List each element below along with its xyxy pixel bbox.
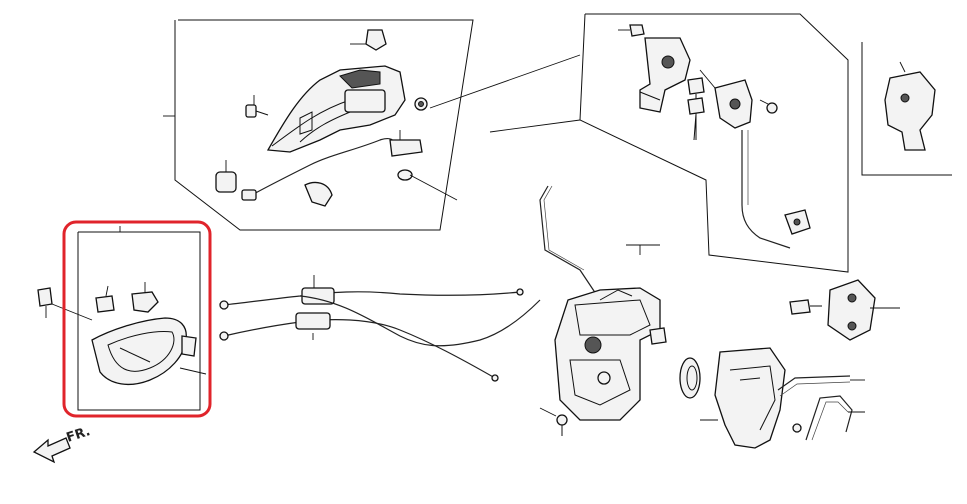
screw-part[interactable] [245,95,269,118]
leader-line [429,54,581,109]
nut-part[interactable] [759,99,778,114]
retainer-part[interactable] [389,130,423,157]
cylinder-bracket[interactable] [639,37,691,113]
clip-part[interactable] [350,29,387,51]
screw-part[interactable] [37,287,53,318]
inside-handle-group-frame [77,231,201,411]
release-cable[interactable] [223,291,521,306]
key-cylinder[interactable] [699,69,753,129]
door-latch-group [539,185,667,436]
screw-part[interactable] [618,24,645,37]
arrow-icon [32,437,71,464]
handle-clip[interactable] [131,282,159,313]
lock-cylinder-group [489,13,849,273]
leader-line [409,174,458,201]
outer-handle-group [163,19,474,231]
outside-handle[interactable] [266,65,406,153]
door-latch[interactable] [554,287,661,421]
bracket-part[interactable] [304,181,333,207]
rod-clip[interactable] [784,209,811,235]
latch-protector-group [700,347,865,449]
lock-cylinder-group-frame [579,13,849,273]
connecting-rod[interactable] [777,375,851,391]
screw-part[interactable] [792,423,802,433]
lock-bracket[interactable] [884,71,936,151]
group-leader [489,119,581,133]
highlight-frame [62,220,212,418]
nut-part[interactable] [414,97,428,111]
lock-bracket-group-frame [861,42,952,176]
inside-handle-group [37,220,212,418]
door-striker[interactable] [827,279,876,341]
striker-screw[interactable] [789,299,822,315]
grommet-part[interactable] [397,169,413,181]
front-label: FR. [65,424,93,446]
connecting-rod[interactable] [805,395,853,441]
inside-handle[interactable] [91,317,187,386]
handle-clip[interactable] [95,285,115,313]
lock-bracket-group [861,42,952,176]
latch-rod[interactable] [539,185,601,301]
front-direction-indicator: FR. [32,424,93,464]
outer-handle-group-frame [174,19,474,231]
release-cables [219,275,541,382]
grommet-ring[interactable] [679,357,701,399]
screw-part[interactable] [539,407,568,436]
lock-cable[interactable] [223,319,496,379]
key-part[interactable] [687,77,705,141]
striker-group [789,279,900,341]
latch-protector[interactable] [714,347,786,449]
connector-part[interactable] [215,160,237,193]
fastener-part[interactable] [649,327,667,345]
